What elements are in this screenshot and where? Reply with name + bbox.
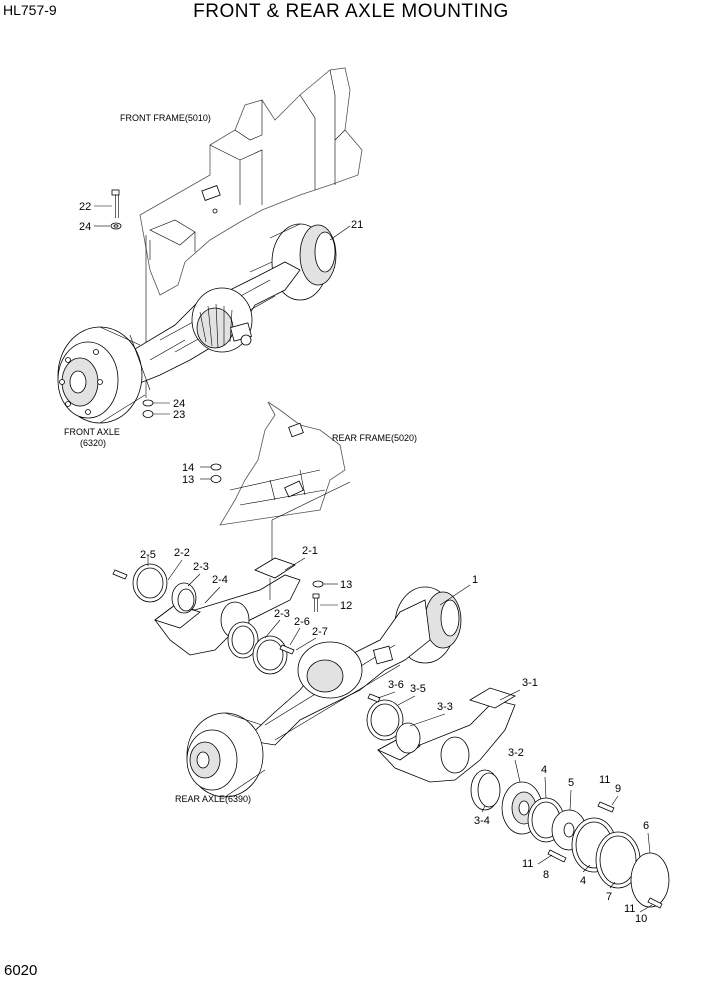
callout-13: 13 [182, 474, 194, 486]
callout-3-6: 3-6 [388, 679, 404, 691]
rear-mount-bushings-rear [366, 693, 670, 909]
callout-4: 4 [541, 764, 547, 776]
callout-11: 11 [522, 858, 533, 870]
front-frame-caption: FRONT FRAME(5010) [120, 113, 211, 123]
rear-mount-bushings-front [112, 563, 295, 675]
callout-22: 22 [79, 201, 91, 213]
page-title: FRONT & REAR AXLE MOUNTING [193, 1, 509, 22]
front-axle-drawing [57, 223, 337, 424]
callout-2-2: 2-2 [174, 547, 190, 559]
rear-axle-drawing [186, 586, 462, 798]
callout-3-2: 3-2 [508, 747, 524, 759]
callout-3-3: 3-3 [437, 701, 453, 713]
leader-lines [147, 481, 653, 913]
callout-10: 10 [635, 913, 647, 925]
model-code: HL757-9 [3, 2, 57, 18]
callout-2-4: 2-4 [212, 574, 228, 586]
callout-11: 11 [599, 774, 610, 786]
callout-2-7: 2-7 [312, 626, 328, 638]
callout-3-1: 3-1 [522, 677, 538, 689]
page-number: 6020 [4, 962, 38, 979]
callout-14: 14 [182, 462, 194, 474]
callout-9: 9 [615, 783, 621, 795]
rear-axle-caption: REAR AXLE(6390) [175, 794, 251, 804]
callout-2-3: 2-3 [193, 561, 209, 573]
callout-3-5: 3-5 [410, 683, 426, 695]
callout-6: 6 [643, 820, 649, 832]
callout-2-3: 2-3 [274, 608, 290, 620]
callout-7: 7 [606, 891, 612, 903]
callout-24: 24 [79, 221, 91, 233]
callout-21: 21 [351, 219, 363, 231]
callout-4: 4 [580, 875, 586, 887]
callout-5: 5 [568, 777, 574, 789]
callout-23: 23 [173, 409, 185, 421]
callout-8: 8 [543, 869, 549, 881]
callout-11: 11 [624, 903, 635, 915]
rear-mount-bracket-rear [377, 687, 516, 783]
rear-frame-drawing [219, 401, 346, 526]
callout-12: 12 [340, 600, 352, 612]
callout-3-4: 3-4 [474, 815, 490, 827]
callout-2-6: 2-6 [294, 616, 310, 628]
callout-1: 1 [472, 574, 478, 586]
rear-mount-nut-upper [200, 463, 222, 483]
rear-mount-bolt-12 [312, 580, 324, 612]
callout-2-1: 2-1 [302, 545, 318, 557]
rear-frame-caption: REAR FRAME(5020) [332, 433, 417, 443]
callout-24: 24 [173, 398, 185, 410]
front-mount-nut [142, 225, 351, 418]
front-frame-drawing [139, 67, 363, 296]
front-axle-caption: FRONT AXLE [64, 427, 120, 437]
front-mount-bolt [94, 189, 122, 230]
callout-13: 13 [340, 579, 352, 591]
front-axle-code: (6320) [80, 438, 106, 448]
